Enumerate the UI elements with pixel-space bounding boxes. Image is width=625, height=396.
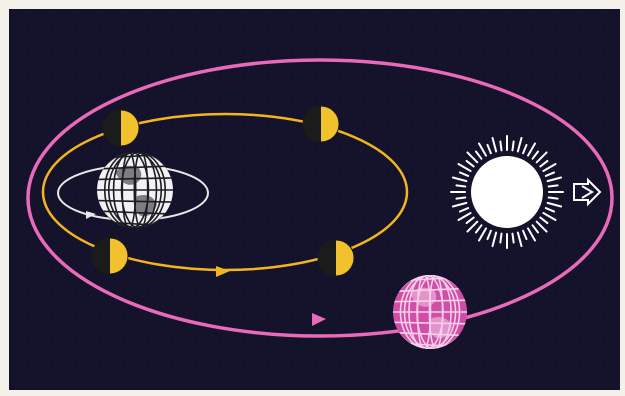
- sun-ray: [500, 141, 501, 150]
- moon-bottom-left: [92, 238, 128, 274]
- moon-top-right: [303, 106, 339, 142]
- sun-ray: [549, 197, 558, 198]
- moon-bottom-right: [318, 240, 354, 276]
- sun-disc: [471, 156, 543, 228]
- sun-ray: [549, 185, 558, 186]
- sun-ray: [512, 141, 513, 150]
- sun-ray: [500, 234, 501, 243]
- sun-ray: [456, 197, 465, 198]
- sun-ray: [512, 234, 513, 243]
- sun-ray: [456, 185, 465, 186]
- moon-top-left: [103, 110, 139, 146]
